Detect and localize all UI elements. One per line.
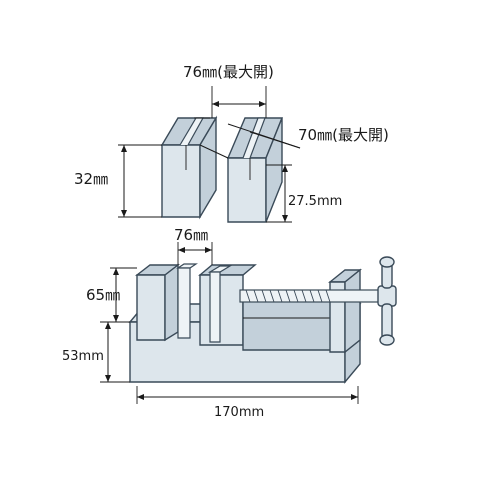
label-base-height: 53mm	[62, 349, 104, 364]
dim-jaw-open-width-top: 76㎜(最大開)	[183, 63, 274, 118]
label-jaw-open-width-top: 76㎜(最大開)	[183, 63, 274, 81]
label-jaw-width: 76㎜	[174, 226, 208, 244]
dim-jaw-depth: 65㎜	[86, 267, 137, 323]
vise-body	[128, 263, 362, 384]
label-jaw-depth: 65㎜	[86, 286, 120, 304]
dim-jaw-width: 76㎜	[174, 226, 213, 265]
lead-screw	[239, 256, 397, 346]
label-jaw-height: 32㎜	[74, 170, 108, 188]
label-total-length: 170mm	[214, 405, 264, 420]
jaw-plate-right	[226, 117, 284, 223]
dim-jaw-height: 32㎜	[74, 144, 162, 218]
jaw-plate-left	[160, 115, 218, 220]
dim-jaw-open-width-inner: 70㎜(最大開)	[199, 123, 389, 159]
label-jaw-open-width-inner: 70㎜(最大開)	[298, 126, 389, 144]
dim-base-height: 53mm	[62, 321, 130, 383]
label-jaw-inner-height: 27.5mm	[288, 194, 342, 209]
dim-total-length: 170mm	[136, 386, 359, 420]
dim-jaw-inner-height: 27.5mm	[266, 164, 342, 223]
